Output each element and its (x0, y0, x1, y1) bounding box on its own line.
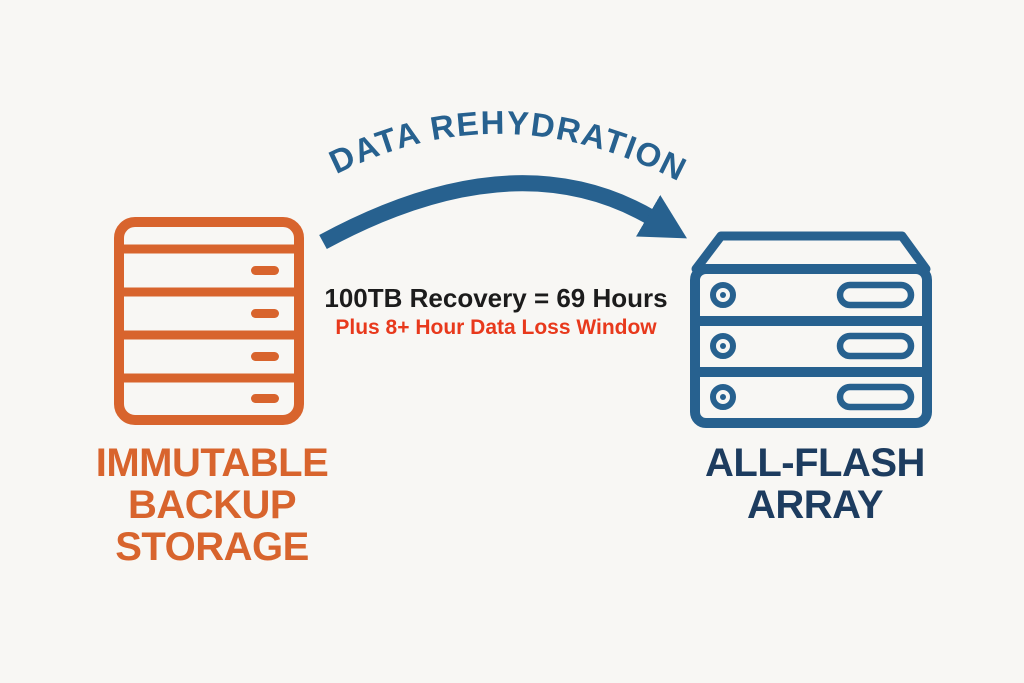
drive-slot-led (251, 394, 279, 403)
target-node-label: ALL-FLASH ARRAY (705, 442, 925, 526)
recovery-stat-text: 100TB Recovery = 69 Hours (324, 283, 668, 313)
drive-slot-led (251, 309, 279, 318)
power-button-icon (710, 384, 736, 410)
source-label-line: IMMUTABLE (95, 441, 329, 485)
flash-array-icon (690, 231, 932, 428)
data-loss-warning-text: Plus 8+ Hour Data Loss Window (335, 316, 657, 339)
source-node-label: IMMUTABLE BACKUP STORAGE (96, 442, 329, 568)
drive-slot-led (251, 266, 279, 275)
drive-bay-icon (836, 281, 915, 309)
drive-slot-led (251, 352, 279, 361)
source-label-line: STORAGE (115, 525, 309, 569)
target-label-line: ARRAY (746, 483, 884, 527)
power-button-icon (710, 333, 736, 359)
drive-bay-icon (836, 332, 915, 360)
source-label-line: BACKUP (127, 483, 297, 527)
drive-bay-icon (836, 383, 915, 411)
power-button-icon (710, 282, 736, 308)
target-label-line: ALL-FLASH (705, 441, 925, 485)
rehydration-arrow (319, 175, 687, 250)
backup-server-icon (114, 217, 304, 425)
